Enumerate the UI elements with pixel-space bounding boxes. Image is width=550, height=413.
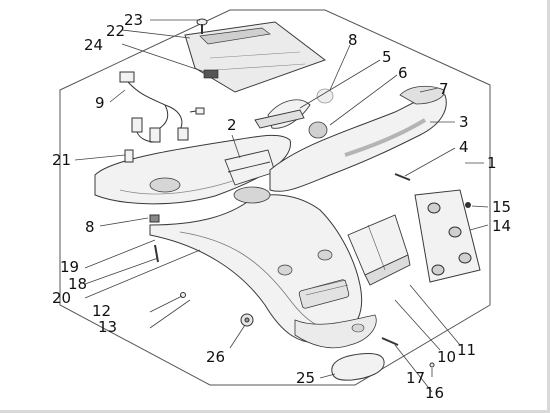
- callout-21: 21: [52, 151, 71, 169]
- callout-15: 15: [492, 198, 511, 216]
- rear-mudguard-part: [149, 194, 377, 349]
- callout-9: 9: [95, 94, 105, 112]
- callout-4: 4: [459, 138, 469, 156]
- plate-bracket-part: [347, 214, 411, 286]
- callout-13: 13: [98, 318, 117, 336]
- callout-8-left: 8: [85, 218, 95, 236]
- callout-3: 3: [459, 113, 469, 131]
- rivet-part: [149, 214, 160, 223]
- plate-holder-part: [414, 189, 481, 283]
- callout-18: 18: [68, 275, 87, 293]
- assembly-boundary: [59, 9, 491, 386]
- frame-right-edge: [547, 0, 550, 413]
- screw-part: [196, 18, 208, 34]
- grab-handle-part: [233, 85, 447, 204]
- small-fasteners: [154, 173, 435, 368]
- callout-12: 12: [92, 302, 111, 320]
- callout-16: 16: [425, 384, 444, 402]
- callout-24: 24: [84, 36, 103, 54]
- callout-20: 20: [52, 289, 71, 307]
- callout-11: 11: [457, 341, 476, 359]
- rubber-plug-part: [308, 121, 328, 139]
- callout-8-top: 8: [348, 31, 358, 49]
- rear-frame-part: [94, 134, 291, 205]
- callout-labels: 23 22 24 9 8 5 6 7 3 4 1 2 21 8 15 14 19…: [52, 11, 511, 402]
- plate-cover-part: [184, 21, 327, 93]
- callout-25: 25: [296, 369, 315, 387]
- callout-5: 5: [382, 48, 392, 66]
- callout-10: 10: [437, 348, 456, 366]
- leader-lines: [74, 19, 489, 393]
- callout-19: 19: [60, 258, 79, 276]
- callout-1: 1: [487, 154, 497, 172]
- callout-17: 17: [406, 369, 425, 387]
- callout-22: 22: [106, 22, 125, 40]
- wiring-harness-part: [119, 71, 205, 143]
- callout-7: 7: [439, 80, 449, 98]
- callout-26: 26: [206, 348, 225, 366]
- latch-part: [254, 99, 311, 129]
- callout-23: 23: [124, 11, 143, 29]
- frame-bottom-edge: [0, 410, 550, 413]
- callout-14: 14: [492, 217, 511, 235]
- reflector-part: [331, 353, 385, 381]
- rubber-cap-part: [316, 88, 334, 104]
- callout-2: 2: [227, 116, 237, 134]
- clip-part: [124, 149, 134, 163]
- callout-6: 6: [398, 64, 408, 82]
